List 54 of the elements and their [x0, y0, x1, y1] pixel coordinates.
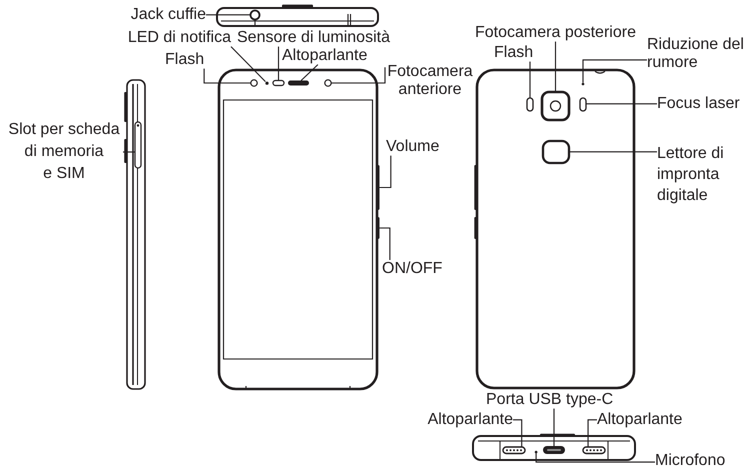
part-label: Altoparlante — [282, 47, 368, 65]
laser-focus-sensor — [579, 97, 587, 112]
part-label: Volume — [386, 138, 440, 156]
noise-reduction-mic — [582, 82, 584, 86]
part-label: Flash — [165, 51, 204, 69]
leader-line — [513, 419, 522, 447]
speaker-grille — [582, 446, 606, 454]
light-sensor — [272, 80, 285, 86]
leader-line — [529, 62, 531, 98]
earpiece-speaker — [288, 80, 309, 86]
front-camera — [324, 79, 332, 87]
leader-line — [588, 419, 597, 447]
rear-camera — [540, 90, 570, 122]
leader-line — [331, 67, 386, 84]
part-label: Altoparlante — [428, 411, 513, 429]
front-flash — [250, 79, 258, 87]
usb-c-port — [543, 446, 565, 454]
part-label: Slot per scheda di memoria e SIM — [5, 119, 123, 185]
rear-flash — [526, 97, 534, 112]
speaker-grille — [502, 446, 526, 454]
part-label: Lettore di impronta digitale — [657, 143, 729, 206]
volume-button — [376, 165, 380, 210]
power-button — [376, 217, 380, 239]
part-label: Porta USB type-C — [486, 391, 614, 409]
part-label: Flash — [494, 44, 534, 62]
leader-line — [586, 103, 657, 104]
part-label: Microfono — [655, 452, 726, 470]
fingerprint-sensor — [542, 140, 570, 164]
part-label: Fotocamera posteriore — [475, 24, 636, 42]
leader-line — [536, 453, 655, 463]
part-label: Altoparlante — [597, 411, 682, 429]
notification-led — [265, 82, 269, 85]
part-label: Jack cuffie — [130, 6, 206, 24]
leader-line — [569, 151, 657, 152]
card-slot — [134, 121, 142, 169]
leader-line — [123, 151, 135, 153]
leader-line — [300, 64, 318, 81]
leader-line — [554, 42, 556, 92]
part-label: Focus laser — [657, 95, 740, 113]
leader-line — [553, 408, 555, 446]
leader-line — [206, 14, 250, 16]
leader-line — [582, 59, 647, 83]
microphone-hole — [534, 450, 538, 454]
headphone-jack — [250, 10, 260, 20]
leader-line — [204, 68, 251, 84]
part-label: ON/OFF — [382, 260, 442, 278]
leader-line — [380, 156, 392, 188]
part-label: Fotocamera anteriore — [385, 63, 475, 98]
part-label: LED di notifica — [128, 29, 231, 47]
part-label: Riduzione del rumore — [647, 36, 748, 72]
leader-line — [380, 227, 390, 260]
part-label: Sensore di luminosità — [237, 29, 390, 47]
leader-line — [278, 46, 280, 80]
leader-line — [230, 46, 266, 82]
